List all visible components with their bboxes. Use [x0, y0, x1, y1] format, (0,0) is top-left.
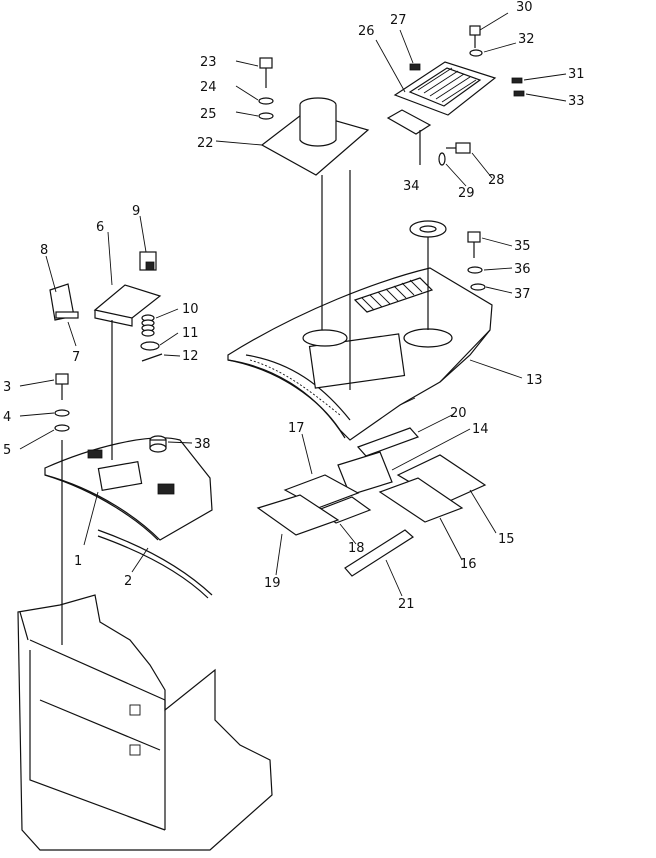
washer-11-part: [140, 341, 160, 351]
pad-21-part: [344, 529, 414, 577]
callout-34: 34: [403, 179, 420, 194]
callout-29: 29: [458, 186, 475, 201]
washer-4-part: [54, 409, 70, 417]
lamp-33-part: [513, 90, 525, 97]
callout-1: 1: [74, 554, 82, 569]
callout-38: 38: [194, 437, 211, 452]
screw-28-part: [446, 142, 471, 154]
callout-9: 9: [132, 204, 140, 219]
lamp-31-part: [511, 77, 523, 84]
pad-20-part: [356, 427, 420, 457]
callout-31: 31: [568, 67, 585, 82]
callout-23: 23: [200, 55, 217, 70]
callout-24: 24: [200, 80, 217, 95]
washer-24-part: [258, 97, 274, 105]
callout-16: 16: [460, 557, 477, 572]
washer-25-part: [258, 112, 274, 120]
callout-19: 19: [264, 576, 281, 591]
pad-14-part: [337, 451, 393, 496]
washer-5-part: [54, 424, 70, 432]
callout-14: 14: [472, 422, 489, 437]
main-cover-part: [227, 267, 493, 441]
bolt-3-part: [55, 373, 69, 400]
grommet-38-part: [149, 435, 167, 453]
pad-16-part: [378, 477, 464, 523]
bolt-35-part: [467, 231, 481, 258]
callout-5: 5: [3, 443, 11, 458]
callout-26: 26: [358, 24, 375, 39]
bolt-30-part: [469, 25, 481, 48]
callout-21: 21: [398, 597, 415, 612]
callout-8: 8: [40, 243, 48, 258]
callout-22: 22: [197, 136, 214, 151]
callout-4: 4: [3, 410, 11, 425]
main-cover-grille: [353, 277, 434, 313]
callout-labels: 1 2 3 4 5 6 7 8 9 10 11 12 13 14 15 16 1…: [3, 0, 585, 612]
callout-18: 18: [348, 541, 365, 556]
callout-35: 35: [514, 239, 531, 254]
callout-13: 13: [526, 373, 543, 388]
washer-37-part: [470, 283, 486, 291]
column-bracket-part: [260, 97, 370, 390]
callout-36: 36: [514, 262, 531, 277]
callout-20: 20: [450, 406, 467, 421]
pad-19-part: [256, 494, 340, 536]
callout-11: 11: [182, 326, 199, 341]
leader-lines: [19, 12, 567, 597]
callout-7: 7: [72, 350, 80, 365]
bracket-8-part: [49, 283, 79, 321]
pads-group: [256, 427, 487, 577]
switch-panel-part: [386, 61, 497, 165]
callout-6: 6: [96, 220, 104, 235]
switch-9-part: [139, 251, 157, 271]
callout-10: 10: [182, 302, 199, 317]
seal-strip-part: [97, 529, 213, 596]
spring-10-part: [141, 314, 155, 337]
clip-27-part: [409, 63, 421, 71]
callout-33: 33: [568, 94, 585, 109]
pin-12-part: [141, 353, 163, 362]
callout-32: 32: [518, 32, 535, 47]
callout-37: 37: [514, 287, 531, 302]
bolt-23-part: [259, 57, 273, 88]
callout-28: 28: [488, 173, 505, 188]
callout-12: 12: [182, 349, 199, 364]
callout-3: 3: [3, 380, 11, 395]
washer-29-part: [438, 152, 446, 166]
callout-2: 2: [124, 574, 132, 589]
callout-15: 15: [498, 532, 515, 547]
callout-25: 25: [200, 107, 217, 122]
washer-36-part: [467, 266, 483, 274]
callout-27: 27: [390, 13, 407, 28]
callout-17: 17: [288, 421, 305, 436]
lamp-housing-part: [93, 284, 162, 327]
left-cover-part: [44, 320, 213, 645]
callout-30: 30: [516, 0, 533, 15]
washer-32-part: [469, 49, 483, 57]
frame-part: [17, 594, 273, 851]
